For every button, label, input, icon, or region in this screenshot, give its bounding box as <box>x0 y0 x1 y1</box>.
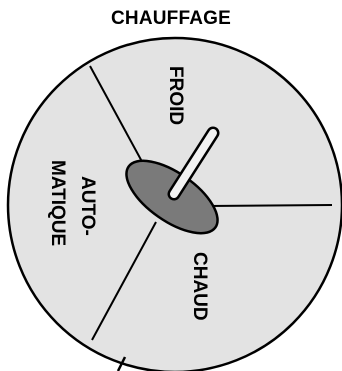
segment-froid[interactable]: FROID <box>165 66 186 125</box>
segment-chaud[interactable]: CHAUD <box>189 252 210 321</box>
divider-froid-chaud <box>208 205 332 206</box>
segment-label-auto: AUTO- <box>77 176 98 236</box>
segment-label-matique: MATIQUE <box>47 160 68 246</box>
segment-label-chaud: CHAUD <box>189 252 210 321</box>
segment-label-froid: FROID <box>165 66 186 125</box>
